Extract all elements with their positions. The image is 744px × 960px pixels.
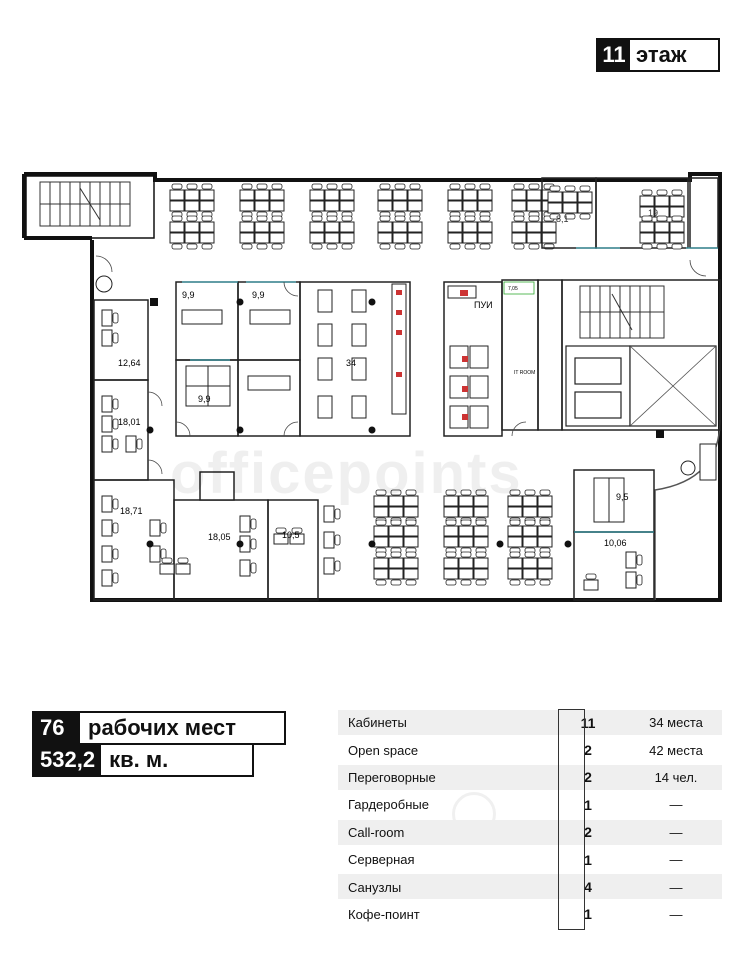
stats-block: 76 рабочих мест 532,2 кв. м. (32, 711, 286, 777)
room-capacity: 34 места (649, 715, 703, 731)
table-row: Кабинеты 11 34 места (338, 709, 722, 736)
room-type: Гардеробные (348, 797, 429, 813)
room-type: Переговорные (348, 769, 436, 785)
floor-plan: 8,1 19 9,9 9,9 9,9 (22, 172, 722, 602)
room-capacity: — (669, 797, 683, 813)
stat-area: 532,2 кв. м. (32, 743, 254, 777)
wc-label: ПУИ (474, 300, 493, 310)
stat-workplaces: 76 рабочих мест (32, 711, 286, 745)
room-area: 12,64 (118, 358, 141, 368)
table-row: Переговорные 2 14 чел. (338, 764, 722, 791)
room-area: 10,06 (604, 538, 627, 548)
table-row: Кофе-поинт 1 — (338, 901, 722, 928)
room-area: 9,9 (182, 290, 195, 300)
table-row: Call-room 2 — (338, 819, 722, 846)
room-area: 10,5 (282, 530, 300, 540)
stat-label: рабочих мест (88, 715, 237, 740)
room-count: 1 (584, 906, 592, 923)
room-area: 9,9 (198, 394, 211, 404)
room-capacity: — (669, 879, 683, 895)
room-count: 2 (584, 769, 592, 786)
stat-value: 76 (34, 713, 80, 743)
room-capacity: 42 места (649, 742, 703, 758)
room-capacity: — (669, 824, 683, 840)
room-area: 18,01 (118, 417, 141, 427)
small-room-label: 7,05 (508, 286, 518, 292)
room-capacity: 14 чел. (654, 769, 698, 785)
stat-label: кв. м. (109, 747, 169, 772)
server-label: IT ROOM (514, 370, 535, 376)
room-area: 8,1 (556, 214, 569, 224)
room-area: 19 (648, 208, 658, 218)
table-row: Серверная 1 — (338, 846, 722, 873)
room-count: 2 (584, 824, 592, 841)
room-count: 4 (584, 879, 592, 896)
floor-label: этаж (636, 42, 687, 67)
room-type: Санузлы (348, 879, 402, 895)
room-type: Кофе-поинт (348, 906, 420, 922)
room-capacity: — (669, 906, 683, 922)
room-count: 2 (584, 742, 592, 759)
room-type: Кабинеты (348, 715, 407, 731)
room-type: Open space (348, 742, 419, 758)
room-count: 1 (584, 851, 592, 868)
floor-badge: 11 этаж (596, 38, 720, 72)
count-column-frame (558, 709, 585, 930)
room-count: 1 (584, 796, 592, 813)
room-area: 34 (346, 358, 356, 368)
table-row: Гардеробные 1 — (338, 791, 722, 818)
room-area: 18,71 (120, 506, 143, 516)
room-type: Call-room (348, 824, 405, 840)
room-type: Серверная (348, 852, 415, 868)
floor-number: 11 (598, 40, 630, 70)
room-area: 9,9 (252, 290, 265, 300)
stat-value: 532,2 (34, 745, 102, 775)
room-capacity: — (669, 852, 683, 868)
room-area: 18,05 (208, 532, 231, 542)
table-row: Open space 2 42 места (338, 736, 722, 763)
room-area: 9,5 (616, 492, 629, 502)
table-row: Санузлы 4 — (338, 873, 722, 900)
rooms-table: Кабинеты 11 34 места Open space 2 42 мес… (338, 709, 722, 928)
watermark: officepoints (170, 441, 523, 506)
